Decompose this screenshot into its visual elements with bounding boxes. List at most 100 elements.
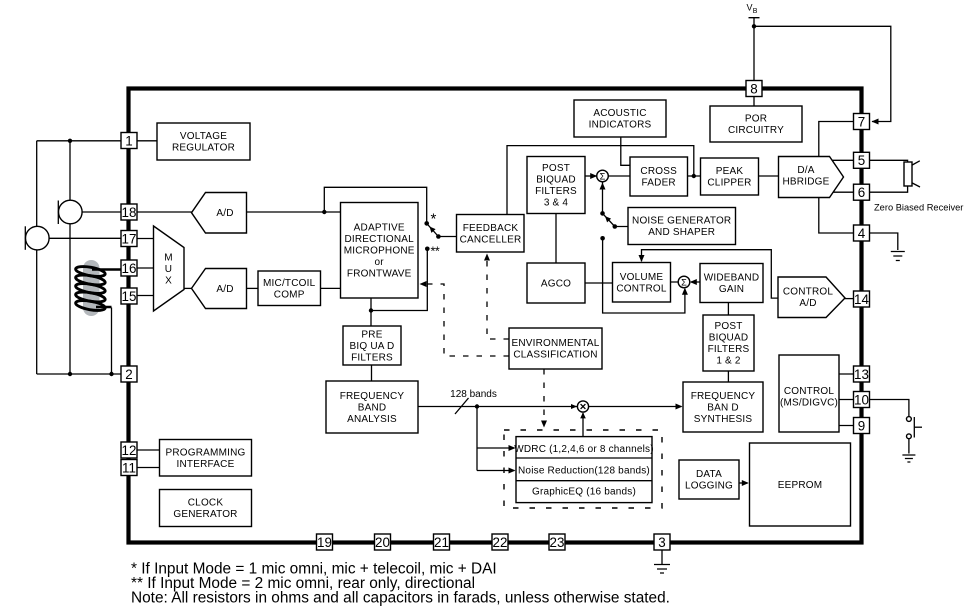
svg-text:*: * — [431, 211, 437, 228]
svg-text:CANCELLER: CANCELLER — [460, 234, 522, 245]
svg-text:5: 5 — [858, 153, 865, 168]
svg-text:12: 12 — [122, 443, 137, 458]
svg-text:GAIN: GAIN — [719, 284, 744, 295]
svg-text:**: ** — [431, 245, 440, 259]
svg-text:128 bands: 128 bands — [450, 389, 497, 400]
svg-text:AGCO: AGCO — [541, 278, 571, 289]
svg-text:CROSS: CROSS — [640, 166, 677, 177]
svg-text:Σ: Σ — [600, 172, 606, 182]
svg-text:Noise Reduction(128 bands): Noise Reduction(128 bands) — [518, 466, 650, 477]
svg-text:* If Input Mode = 1 mic omni,: * If Input Mode = 1 mic omni, mic + tele… — [131, 561, 497, 578]
svg-text:6: 6 — [858, 185, 865, 200]
svg-text:FEEDBACK: FEEDBACK — [463, 223, 519, 234]
svg-text:** If Input Mode = 2 mic omni,: ** If Input Mode = 2 mic omni, rear only… — [131, 575, 475, 592]
svg-text:X: X — [165, 276, 172, 287]
svg-text:BAND: BAND — [358, 402, 387, 413]
svg-text:PRE: PRE — [361, 329, 382, 340]
svg-text:U: U — [165, 264, 172, 275]
svg-text:(MS/DIGVC): (MS/DIGVC) — [780, 398, 838, 409]
svg-text:ADAPTIVE: ADAPTIVE — [354, 223, 405, 234]
svg-text:ENVIRONMENTAL: ENVIRONMENTAL — [512, 338, 600, 349]
svg-text:18: 18 — [122, 205, 137, 220]
svg-text:NOISE GENERATOR: NOISE GENERATOR — [632, 216, 731, 227]
svg-text:EEPROM: EEPROM — [778, 480, 823, 491]
svg-text:LOGGING: LOGGING — [685, 481, 733, 492]
svg-text:19: 19 — [317, 535, 332, 550]
svg-text:13: 13 — [854, 367, 869, 382]
svg-text:POR: POR — [745, 114, 767, 125]
svg-text:CONTROL: CONTROL — [616, 283, 667, 294]
svg-text:REGULATOR: REGULATOR — [172, 143, 235, 154]
svg-text:CLASSIFICATION: CLASSIFICATION — [513, 350, 597, 361]
svg-text:WIDEBAND: WIDEBAND — [704, 273, 760, 284]
svg-text:FRONTWAVE: FRONTWAVE — [347, 269, 412, 280]
svg-text:BAN D: BAN D — [707, 402, 739, 413]
svg-text:V: V — [747, 3, 753, 13]
svg-text:A/D: A/D — [216, 284, 233, 295]
svg-text:3: 3 — [658, 535, 665, 550]
svg-text:BIQUAD: BIQUAD — [536, 175, 576, 186]
svg-text:FILTERS: FILTERS — [535, 186, 577, 197]
svg-text:3 & 4: 3 & 4 — [544, 198, 569, 209]
svg-text:CONTROL: CONTROL — [784, 386, 835, 397]
svg-text:M: M — [164, 253, 173, 264]
svg-text:CONTROL: CONTROL — [783, 287, 834, 298]
svg-text:COMP: COMP — [274, 289, 305, 300]
svg-text:INDICATORS: INDICATORS — [589, 120, 652, 131]
svg-text:ACOUSTIC: ACOUSTIC — [593, 108, 646, 119]
svg-text:23: 23 — [550, 535, 565, 550]
svg-text:MIC/TCOIL: MIC/TCOIL — [263, 278, 316, 289]
svg-text:B: B — [753, 8, 758, 15]
svg-text:A/D: A/D — [216, 208, 233, 219]
svg-text:Note: All resistors in ohms an: Note: All resistors in ohms and all capa… — [131, 589, 670, 606]
svg-text:DATA: DATA — [696, 469, 722, 480]
svg-text:BIQ UA D: BIQ UA D — [350, 341, 395, 352]
svg-text:7: 7 — [858, 114, 865, 129]
svg-text:CIRCUITRY: CIRCUITRY — [728, 125, 784, 136]
svg-text:CLIPPER: CLIPPER — [707, 178, 751, 189]
svg-text:15: 15 — [122, 289, 137, 304]
svg-text:14: 14 — [854, 292, 869, 307]
svg-text:17: 17 — [122, 231, 137, 246]
svg-text:20: 20 — [375, 535, 390, 550]
svg-text:1 & 2: 1 & 2 — [716, 356, 741, 367]
svg-text:CLOCK: CLOCK — [188, 498, 224, 509]
svg-text:8: 8 — [750, 81, 757, 96]
svg-text:POST: POST — [542, 163, 570, 174]
svg-text:PEAK: PEAK — [716, 166, 744, 177]
svg-text:FILTERS: FILTERS — [351, 352, 393, 363]
svg-text:Σ: Σ — [681, 278, 687, 288]
svg-text:WDRC (1,2,4,6 or 8 channels): WDRC (1,2,4,6 or 8 channels) — [514, 444, 654, 455]
svg-text:A/D: A/D — [799, 298, 816, 309]
svg-text:GraphicEQ (16 bands): GraphicEQ (16 bands) — [532, 487, 636, 498]
svg-text:AND SHAPER: AND SHAPER — [648, 227, 715, 238]
svg-text:HBRIDGE: HBRIDGE — [783, 177, 830, 188]
svg-text:POST: POST — [714, 321, 742, 332]
svg-text:10: 10 — [854, 392, 869, 407]
svg-text:BIQUAD: BIQUAD — [709, 333, 749, 344]
svg-text:FREQUENCY: FREQUENCY — [340, 391, 405, 402]
svg-text:21: 21 — [434, 535, 449, 550]
svg-text:FILTERS: FILTERS — [708, 344, 750, 355]
svg-text:DIRECTIONAL: DIRECTIONAL — [344, 234, 414, 245]
svg-text:4: 4 — [858, 226, 866, 241]
svg-text:MICROPHONE: MICROPHONE — [344, 246, 415, 257]
svg-text:FADER: FADER — [642, 178, 676, 189]
svg-text:PROGRAMMING: PROGRAMMING — [166, 447, 246, 458]
svg-text:INTERFACE: INTERFACE — [177, 459, 235, 470]
svg-text:ANALYSIS: ANALYSIS — [347, 414, 397, 425]
svg-text:Zero Biased Receiver: Zero Biased Receiver — [874, 203, 963, 213]
svg-text:1: 1 — [125, 133, 132, 148]
svg-text:22: 22 — [493, 535, 508, 550]
svg-text:9: 9 — [858, 418, 865, 433]
svg-text:2: 2 — [125, 367, 132, 382]
svg-text:VOLUME: VOLUME — [620, 272, 664, 283]
svg-text:SYNTHESIS: SYNTHESIS — [694, 414, 753, 425]
svg-text:11: 11 — [122, 460, 136, 475]
svg-text:VOLTAGE: VOLTAGE — [180, 131, 227, 142]
svg-text:GENERATOR: GENERATOR — [173, 509, 237, 520]
svg-text:16: 16 — [122, 261, 137, 276]
svg-text:D/A: D/A — [797, 165, 814, 176]
svg-text:or: or — [375, 257, 385, 268]
svg-text:FREQUENCY: FREQUENCY — [691, 391, 756, 402]
